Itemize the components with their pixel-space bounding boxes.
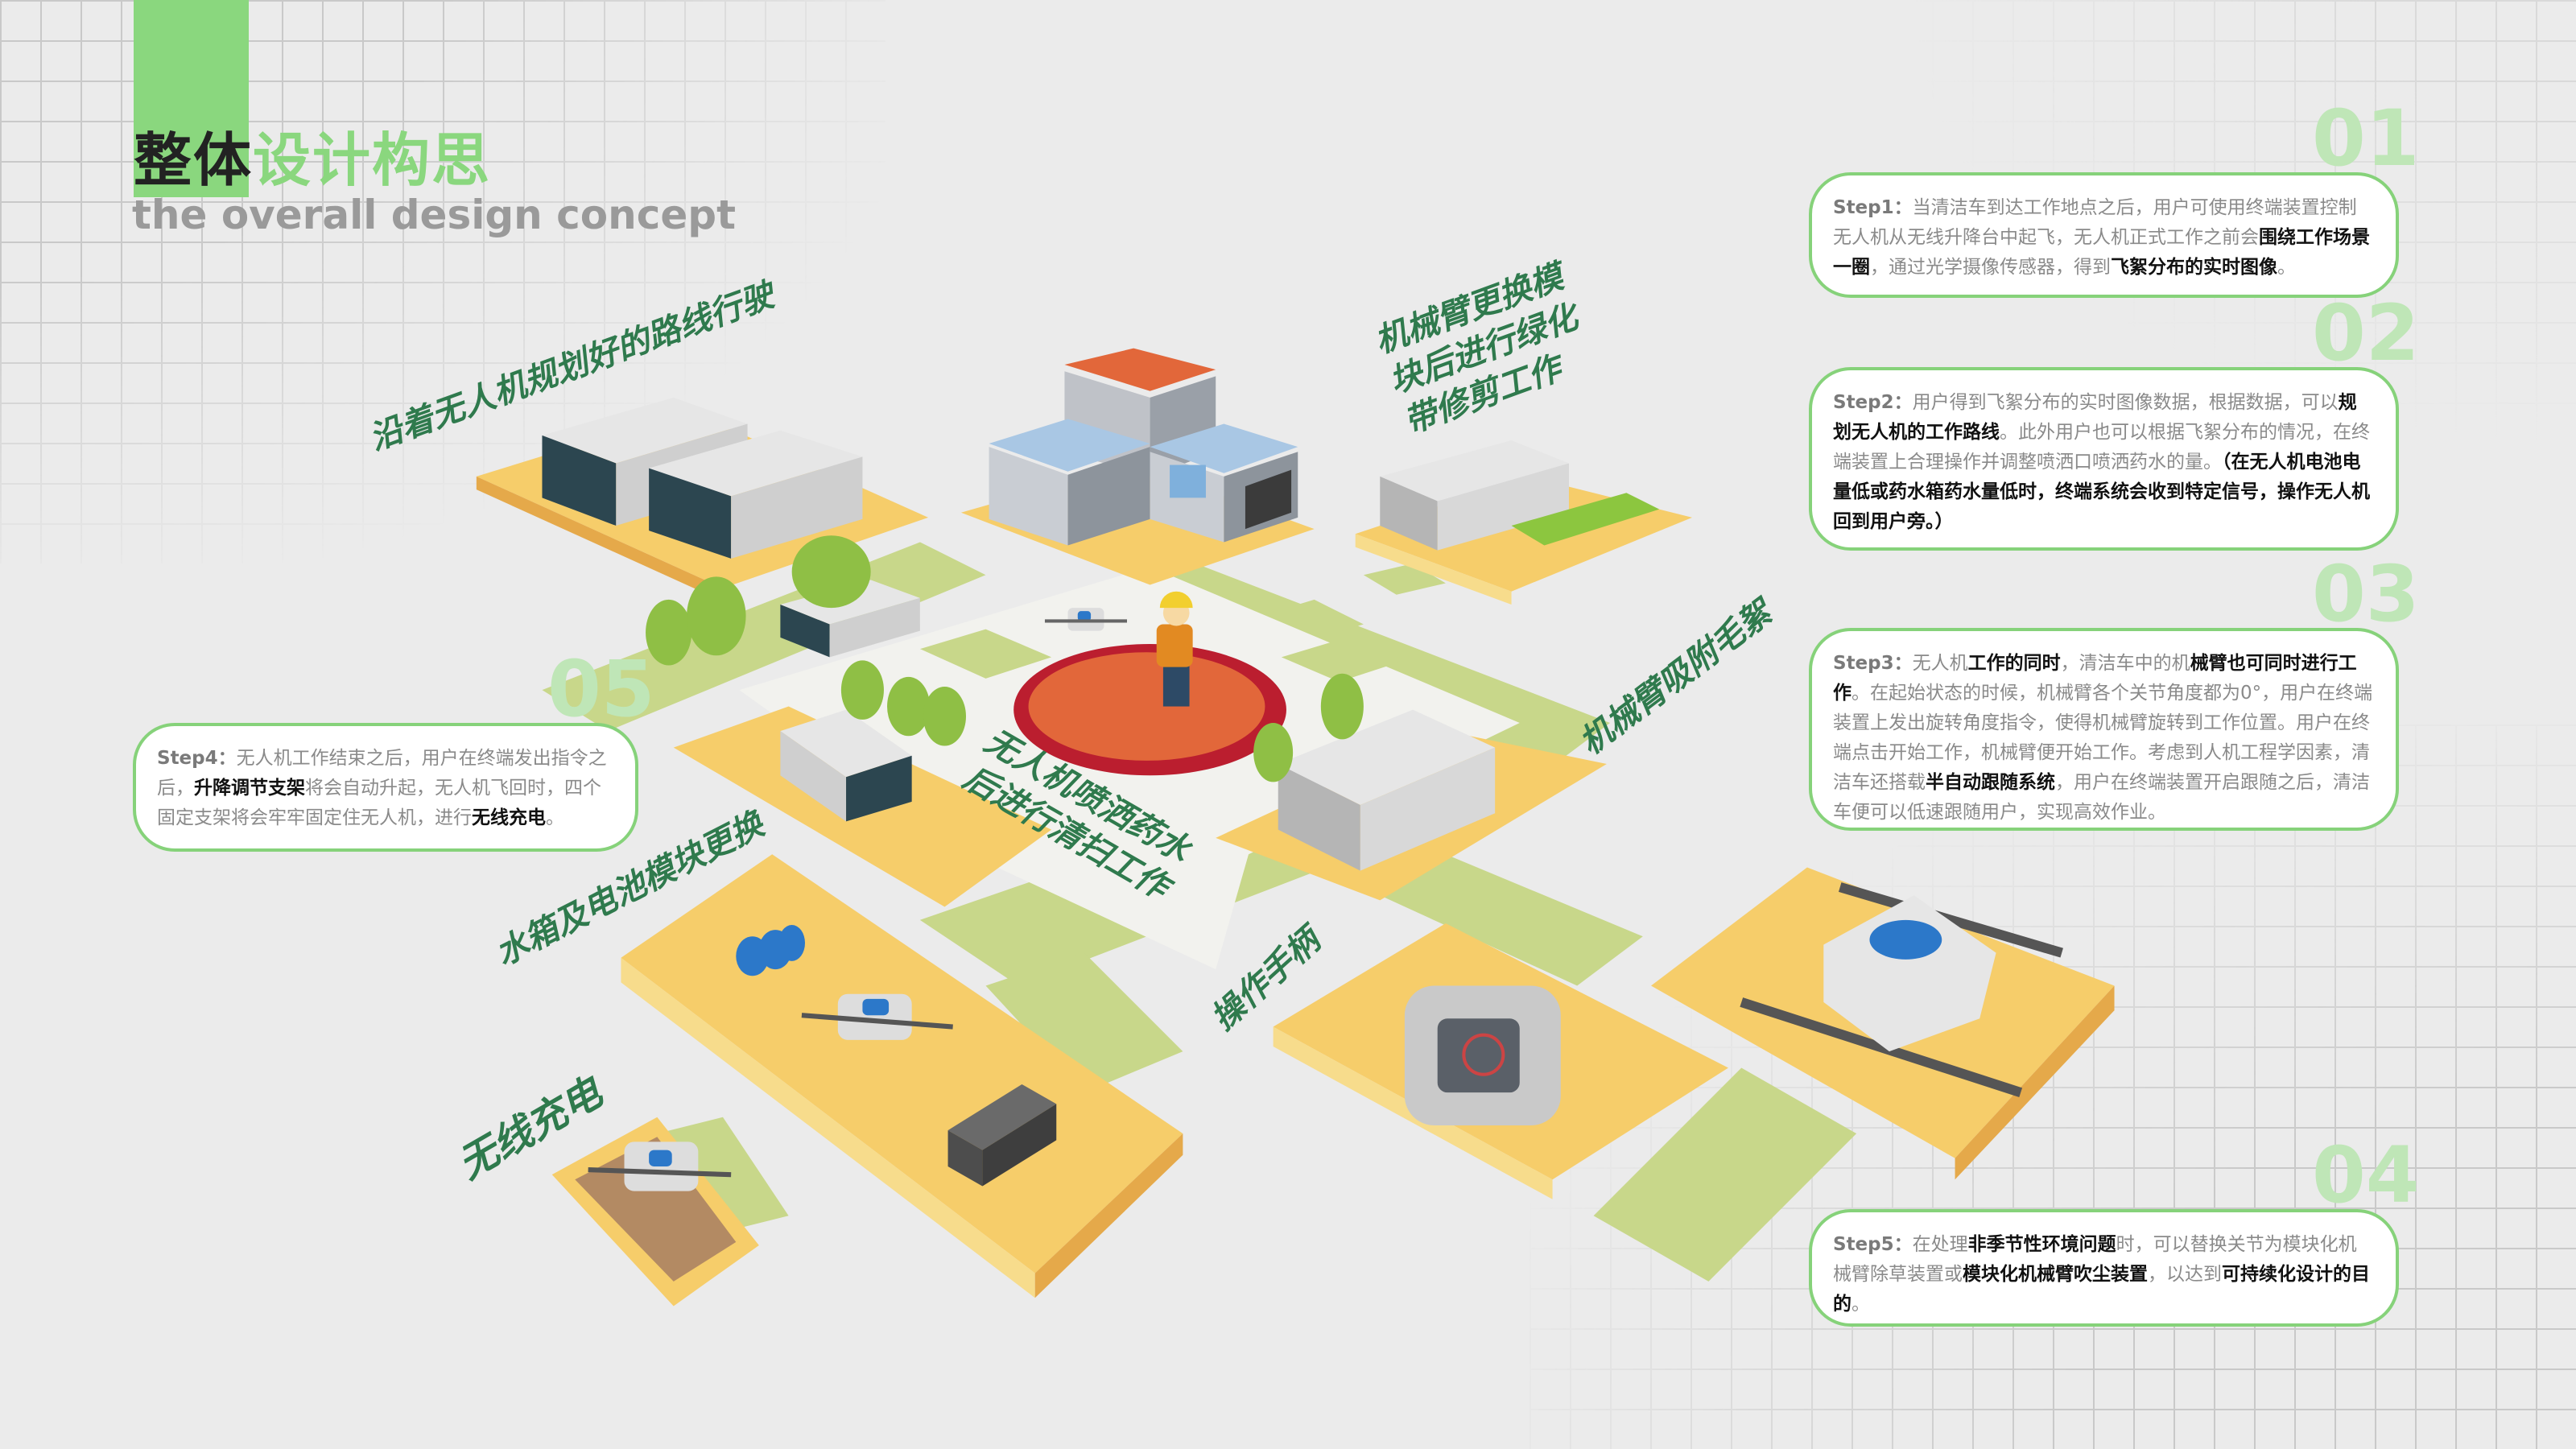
step-text: 当清洁车到达工作地点之后，用户可使用终端装置控制无人机从无线升降台中起飞，无人机… bbox=[1833, 197, 2357, 248]
step-text-highlight: 非季节性环境问题 bbox=[1967, 1234, 2116, 1255]
step-text: 。此外用户也可以根据飞絮分布的情况，在终端装置上合理操作并调整喷洒口喷洒药水的量… bbox=[1833, 422, 2370, 473]
plaza-grass bbox=[919, 629, 1405, 682]
step-text-highlight: 械臂也可同时进行工作 bbox=[1833, 653, 2357, 704]
step-number: 03 bbox=[2312, 549, 2420, 639]
step-text: ，用户在终端装置开启跟随之后，清洁车便可以低速跟随用户，实现高效作业。 bbox=[1833, 772, 2370, 823]
step-text-highlight: 可持续化设计的目的 bbox=[1833, 1264, 2370, 1315]
step-heading: Step3： bbox=[1833, 653, 1913, 674]
step-card: Step3：无人机工作的同时，清洁车中的机械臂也可同时进行工作。在起始状态的时候… bbox=[1809, 628, 2399, 831]
title-accent-block bbox=[134, 0, 249, 197]
label-fluff: 机械臂吸附毛絮 bbox=[1572, 590, 1782, 762]
controller-icon bbox=[1404, 985, 1561, 1125]
background-grid bbox=[1530, 724, 2576, 1449]
step-card: Step5：在处理非季节性环境问题时，可以替换关节为模块化机械臂除草装置或模块化… bbox=[1809, 1209, 2399, 1327]
step-card: Step2：用户得到飞絮分布的实时图像数据，根据数据，可以规划无人机的工作路线。… bbox=[1809, 367, 2399, 551]
step-number: 02 bbox=[2312, 288, 2420, 378]
buildings bbox=[989, 348, 1298, 546]
cleaning-trucks bbox=[542, 397, 1660, 871]
battery-module bbox=[947, 1084, 1057, 1187]
drone-platform-inner bbox=[1028, 652, 1265, 761]
step-text-highlight: 围绕工作场景一圈 bbox=[1833, 227, 2370, 278]
title-dark: 整体 bbox=[134, 126, 254, 194]
water-tank-module bbox=[736, 924, 805, 976]
step-text: 。在起始状态的时候，机械臂各个关节角度都为0°，用户在终端装置上发出旋转角度指令… bbox=[1833, 683, 2373, 793]
step-card: Step4：无人机工作结束之后，用户在终端发出指令之后，升降调节支架将会自动升起… bbox=[133, 723, 638, 852]
step-text: 无人机 bbox=[1912, 653, 1968, 674]
step-text: 用户得到飞絮分布的实时图像数据，根据数据，可以 bbox=[1912, 392, 2339, 413]
step-text-highlight: （在无人机电池电量低或药水箱药水量低时，终端系统会收到特定信号，操作无人机回到用… bbox=[1833, 452, 2370, 532]
step-heading: Step4： bbox=[157, 748, 237, 769]
step-text-highlight: 工作的同时 bbox=[1967, 653, 2061, 674]
step-text: 将会自动升起，无人机飞回时，四个固定支架将会牢牢固定住无人机，进行 bbox=[157, 778, 601, 828]
step-number: 05 bbox=[547, 644, 655, 734]
step-text: ，通过光学摄像传感器，得到 bbox=[1870, 257, 2111, 278]
step-text-highlight: 规划无人机的工作路线 bbox=[1833, 392, 2357, 443]
page-title: 整体设计构思 bbox=[134, 113, 491, 197]
step-text: ，以达到 bbox=[2148, 1264, 2222, 1285]
step-text: 。 bbox=[2277, 257, 2296, 278]
step-card: Step1：当清洁车到达工作地点之后，用户可使用终端装置控制无人机从无线升降台中… bbox=[1809, 172, 2399, 298]
step-heading: Step2： bbox=[1833, 392, 1913, 413]
operator-figure bbox=[1156, 591, 1193, 707]
page-subtitle: the overall design concept bbox=[132, 192, 736, 238]
trees bbox=[646, 535, 1364, 782]
drone-module bbox=[801, 993, 953, 1040]
step-text-highlight: 半自动跟随系统 bbox=[1926, 772, 2055, 793]
drone-small bbox=[1044, 608, 1127, 631]
step-text: 时，可以替换关节为模块化机械臂除草装置或 bbox=[1833, 1234, 2357, 1285]
charging-drone bbox=[588, 1141, 732, 1191]
step-heading: Step5： bbox=[1833, 1234, 1913, 1255]
step-text-highlight: 无线充电 bbox=[472, 807, 546, 828]
drone-large bbox=[1740, 882, 2063, 1097]
step-text-highlight: 升降调节支架 bbox=[194, 778, 305, 799]
step-text: 在处理 bbox=[1912, 1234, 1968, 1255]
step-text: 。 bbox=[546, 807, 564, 828]
step-text-highlight: 飞絮分布的实时图像 bbox=[2111, 257, 2277, 278]
step-heading: Step1： bbox=[1833, 197, 1913, 218]
step-text: 无人机工作结束之后，用户在终端发出指令之后， bbox=[157, 748, 607, 799]
step-number: 04 bbox=[2312, 1130, 2420, 1220]
step-number: 01 bbox=[2312, 93, 2420, 184]
step-text: 。 bbox=[1852, 1294, 1870, 1315]
step-text: ，清洁车中的机 bbox=[2060, 653, 2190, 674]
step-text-highlight: 模块化机械臂吹尘装置 bbox=[1963, 1264, 2148, 1285]
title-light: 设计构思 bbox=[253, 126, 492, 194]
